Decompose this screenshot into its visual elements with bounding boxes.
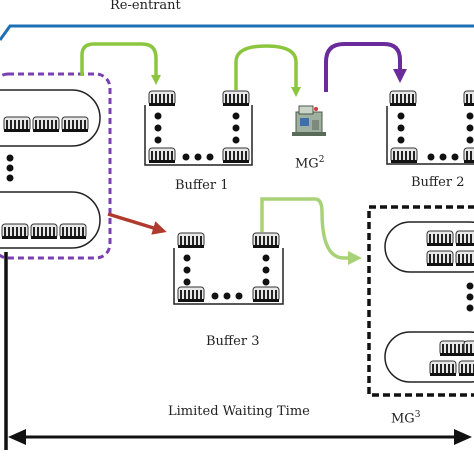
mg1-dashed-box bbox=[0, 72, 112, 260]
buffer1-carrier bbox=[148, 147, 176, 164]
buffer3-carrier bbox=[177, 232, 205, 249]
mg3-ellipsis-dot bbox=[466, 293, 474, 301]
mg3-label: MG3 bbox=[391, 410, 421, 427]
mg3-dashed-box bbox=[367, 205, 474, 397]
buffer3-dot bbox=[235, 292, 243, 300]
mg3-carrier bbox=[429, 360, 457, 377]
buffer2-dot bbox=[427, 153, 435, 161]
buffer3-carrier bbox=[177, 286, 205, 303]
mg3-carrier bbox=[455, 250, 474, 267]
buffer1-tray bbox=[144, 105, 253, 166]
mg1-carrier bbox=[61, 116, 89, 133]
mg3-carrier bbox=[439, 340, 467, 357]
arrow-buffer3-to-mg3 bbox=[260, 197, 362, 265]
buffer3-label: Buffer 3 bbox=[206, 334, 260, 349]
buffer1-dot bbox=[154, 124, 162, 132]
mg1-chamber-top bbox=[0, 89, 101, 147]
mg1-ellipsis-dot bbox=[6, 164, 14, 172]
arrow-mg2-to-buffer2 bbox=[324, 42, 407, 92]
mg3-chamber-bottom bbox=[384, 331, 474, 383]
mg3-carrier bbox=[426, 230, 454, 247]
buffer2-dot bbox=[451, 153, 459, 161]
mg1-ellipsis-dot bbox=[6, 154, 14, 162]
mg3-carrier bbox=[458, 360, 474, 377]
buffer1-dot bbox=[232, 136, 240, 144]
buffer2-dot bbox=[397, 124, 405, 132]
arrow-buffer1-to-mg2 bbox=[234, 44, 301, 97]
buffer1-dot bbox=[194, 153, 202, 161]
buffer3-dot bbox=[262, 254, 270, 262]
mg1-ellipsis-dot bbox=[6, 174, 14, 182]
waiting-time-arrowhead-right bbox=[454, 429, 472, 445]
buffer2-carrier bbox=[389, 90, 417, 107]
reentrant-label: Re-entrant bbox=[110, 0, 181, 13]
buffer2-tray bbox=[386, 106, 474, 165]
mg1-carrier bbox=[30, 223, 58, 240]
mg2-label: MG2 bbox=[295, 155, 325, 172]
reentrant-loop-line bbox=[0, 24, 474, 41]
buffer3-dot bbox=[262, 278, 270, 286]
waiting-time-label: Limited Waiting Time bbox=[168, 404, 310, 419]
mg1-chamber-bottom bbox=[0, 191, 101, 249]
buffer2-dot bbox=[466, 124, 474, 132]
buffer3-dot bbox=[223, 292, 231, 300]
buffer3-dot bbox=[183, 278, 191, 286]
mg1-carrier bbox=[32, 116, 60, 133]
buffer3-dot bbox=[211, 292, 219, 300]
buffer1-carrier bbox=[222, 90, 250, 107]
buffer1-dot bbox=[154, 136, 162, 144]
buffer1-dot bbox=[232, 112, 240, 120]
mg3-ellipsis-dot bbox=[466, 304, 474, 312]
buffer1-label: Buffer 1 bbox=[175, 178, 229, 193]
buffer3-dot bbox=[262, 266, 270, 274]
buffer1-dot bbox=[182, 153, 190, 161]
mg3-ellipsis-dot bbox=[466, 282, 474, 290]
buffer1-carrier bbox=[148, 90, 176, 107]
buffer2-dot bbox=[397, 112, 405, 120]
buffer3-dot bbox=[183, 266, 191, 274]
buffer1-dot bbox=[154, 112, 162, 120]
buffer2-dot bbox=[466, 136, 474, 144]
mg3-carrier bbox=[455, 230, 474, 247]
buffer1-carrier bbox=[222, 147, 250, 164]
mg1-carrier bbox=[1, 223, 29, 240]
mg1-carrier bbox=[59, 223, 87, 240]
buffer3-carrier bbox=[252, 286, 280, 303]
buffer3-carrier bbox=[252, 232, 280, 249]
waiting-time-arrowhead-left bbox=[8, 429, 26, 445]
buffer2-carrier bbox=[390, 147, 418, 164]
buffer2-dot bbox=[397, 136, 405, 144]
mg2-machine-icon bbox=[292, 105, 326, 136]
arrow-mg1-to-buffer1 bbox=[80, 42, 161, 85]
mg1-carrier bbox=[3, 116, 31, 133]
arrow-mg1-to-buffer3 bbox=[107, 212, 167, 235]
mg3-chamber-top bbox=[384, 221, 474, 273]
buffer1-dot bbox=[232, 124, 240, 132]
buffer2-dot bbox=[439, 153, 447, 161]
buffer2-carrier bbox=[463, 147, 474, 164]
buffer2-dot bbox=[466, 112, 474, 120]
buffer1-dot bbox=[206, 153, 214, 161]
buffer3-dot bbox=[183, 254, 191, 262]
buffer2-label: Buffer 2 bbox=[411, 175, 465, 190]
buffer3-tray bbox=[173, 248, 284, 305]
mg3-carrier bbox=[463, 340, 474, 357]
buffer2-carrier bbox=[463, 90, 474, 107]
mg3-carrier bbox=[426, 250, 454, 267]
